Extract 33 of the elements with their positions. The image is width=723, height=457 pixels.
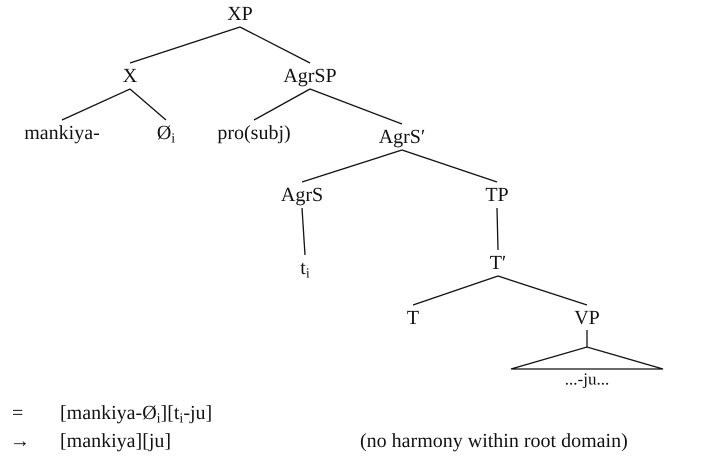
- derivation-arrow: →: [10, 430, 30, 452]
- tree-label: AgrSP: [283, 65, 337, 87]
- terminal-string: ...-ju...: [564, 370, 610, 390]
- note: (no harmony within root domain): [360, 430, 628, 452]
- tree-label: pro(subj): [217, 122, 291, 144]
- tree-label: TP: [485, 184, 509, 206]
- tree-label: XP: [227, 3, 253, 25]
- tree-label: AgrS: [280, 184, 324, 206]
- tree-label: AgrS′: [378, 126, 426, 148]
- branch-line: [254, 88, 310, 121]
- branch-line: [62, 88, 130, 121]
- tree-label: X: [122, 65, 138, 87]
- branch-line: [496, 208, 499, 250]
- branch-line: [310, 88, 402, 125]
- tree-label: mankiya-: [24, 122, 100, 144]
- bracketed-form: [mankiya-Ø$_{i}$][t$_{i}$-ju]: [60, 402, 212, 424]
- branch-line: [130, 88, 166, 120]
- tree-label: Ø$_{i}$: [156, 122, 176, 144]
- branch-line: [498, 275, 588, 306]
- branch-line: [240, 26, 310, 64]
- triangle-shape: [510, 346, 664, 370]
- branch-line: [586, 330, 588, 347]
- tree-label: t$_{i}$: [300, 257, 310, 279]
- branch-line: [412, 275, 498, 306]
- branch-line: [302, 149, 402, 183]
- branch-line: [402, 149, 498, 183]
- branch-line: [301, 208, 306, 256]
- tree-label: T′: [490, 252, 506, 274]
- branch-line: [130, 26, 240, 64]
- tree-label: T: [406, 307, 420, 329]
- tree-label: VP: [574, 307, 600, 329]
- equals-sign: =: [12, 402, 24, 424]
- bracketed-form: [mankiya][ju]: [60, 430, 172, 452]
